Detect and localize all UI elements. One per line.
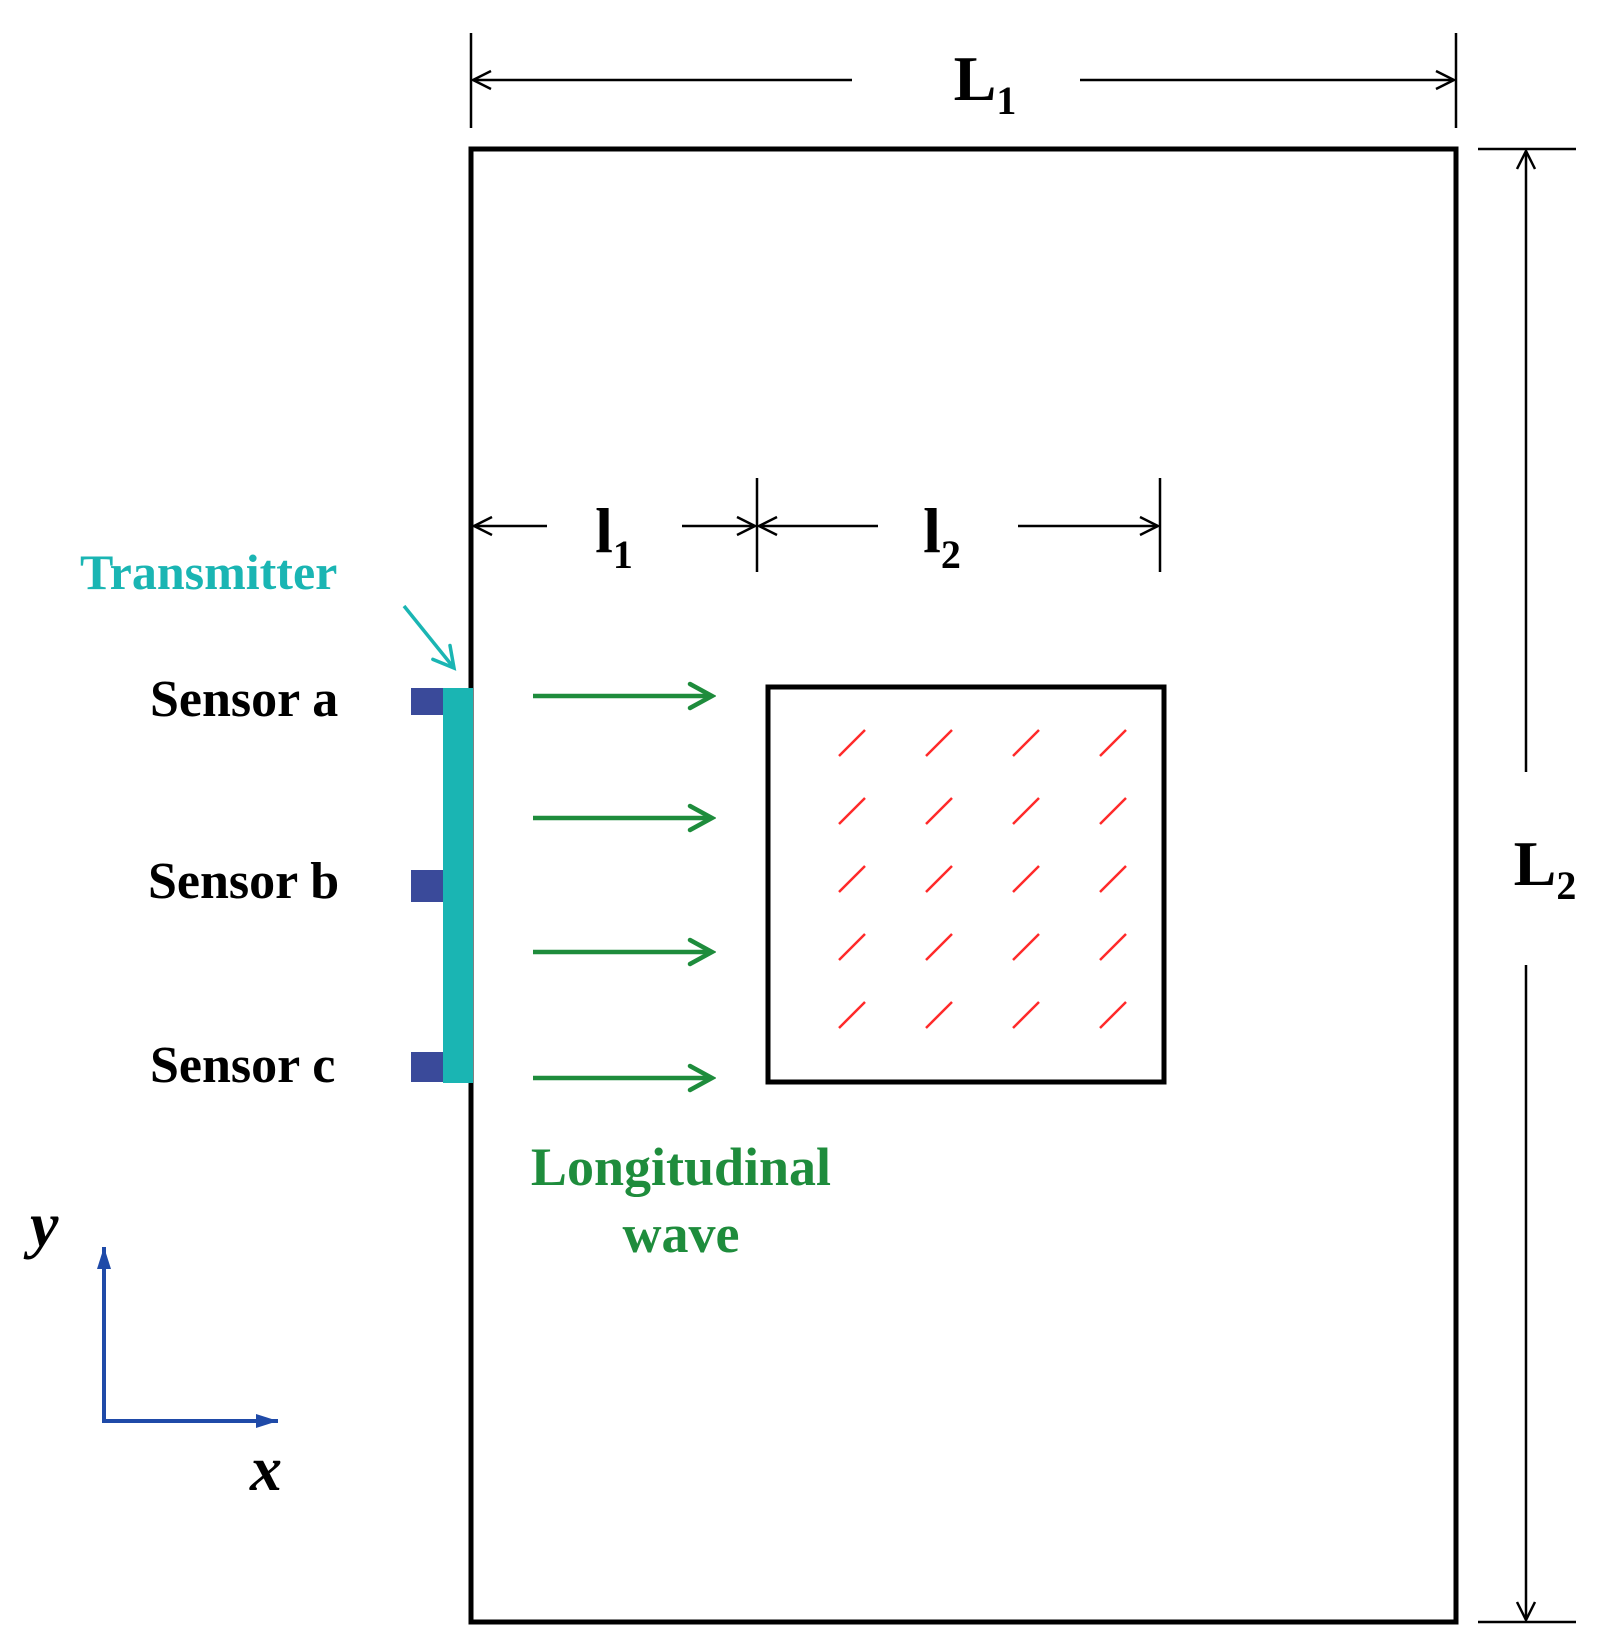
sensor-b [411, 870, 443, 902]
crack-mark [838, 729, 866, 757]
y-axis-label: y [23, 1189, 59, 1260]
wave-label-line2: wave [623, 1204, 740, 1264]
dimension-l2: l2 [759, 478, 1162, 577]
crack-mark [838, 865, 866, 893]
sensor-c-label: Sensor c [150, 1037, 335, 1094]
sensor-b-label: Sensor b [148, 853, 339, 910]
crack-mark [838, 933, 866, 961]
dimension-L2: L2 [1478, 147, 1577, 1624]
sensor-a-label: Sensor a [150, 671, 338, 728]
crack-mark [1099, 729, 1127, 757]
crack-mark [838, 797, 866, 825]
plate-outline [468, 146, 1459, 1625]
damage-zone [765, 684, 1167, 1085]
wave-label-line1: Longitudinal [531, 1137, 831, 1197]
transmitter-bar [443, 688, 473, 1083]
dimension-L2-label: L2 [1514, 828, 1577, 908]
crack-mark [925, 933, 953, 961]
crack-mark [1012, 933, 1040, 961]
crack-mark [1012, 797, 1040, 825]
crack-mark [925, 1001, 953, 1029]
crack-mark [925, 729, 953, 757]
dimension-l1-label: l1 [595, 495, 633, 577]
sensor-c [411, 1052, 443, 1082]
x-axis-label: x [249, 1433, 282, 1504]
dimension-L1-label: L1 [954, 43, 1017, 123]
crack-mark [1099, 865, 1127, 893]
crack-grid [838, 729, 1127, 1029]
coordinate-axes: y x [23, 1189, 282, 1504]
crack-mark [1012, 1001, 1040, 1029]
crack-mark [1099, 1001, 1127, 1029]
crack-mark [1099, 797, 1127, 825]
sensor-a [411, 688, 443, 715]
dimension-L1: L1 [469, 33, 1458, 128]
transmitter-pointer-arrow [402, 604, 457, 671]
crack-mark [1012, 865, 1040, 893]
crack-mark [925, 865, 953, 893]
crack-mark [1099, 933, 1127, 961]
crack-mark [1012, 729, 1040, 757]
dimension-l2-label: l2 [923, 495, 961, 577]
transmitter-label: Transmitter [80, 544, 337, 600]
crack-mark [925, 797, 953, 825]
crack-mark [838, 1001, 866, 1029]
dimension-l1: l1 [474, 478, 759, 577]
